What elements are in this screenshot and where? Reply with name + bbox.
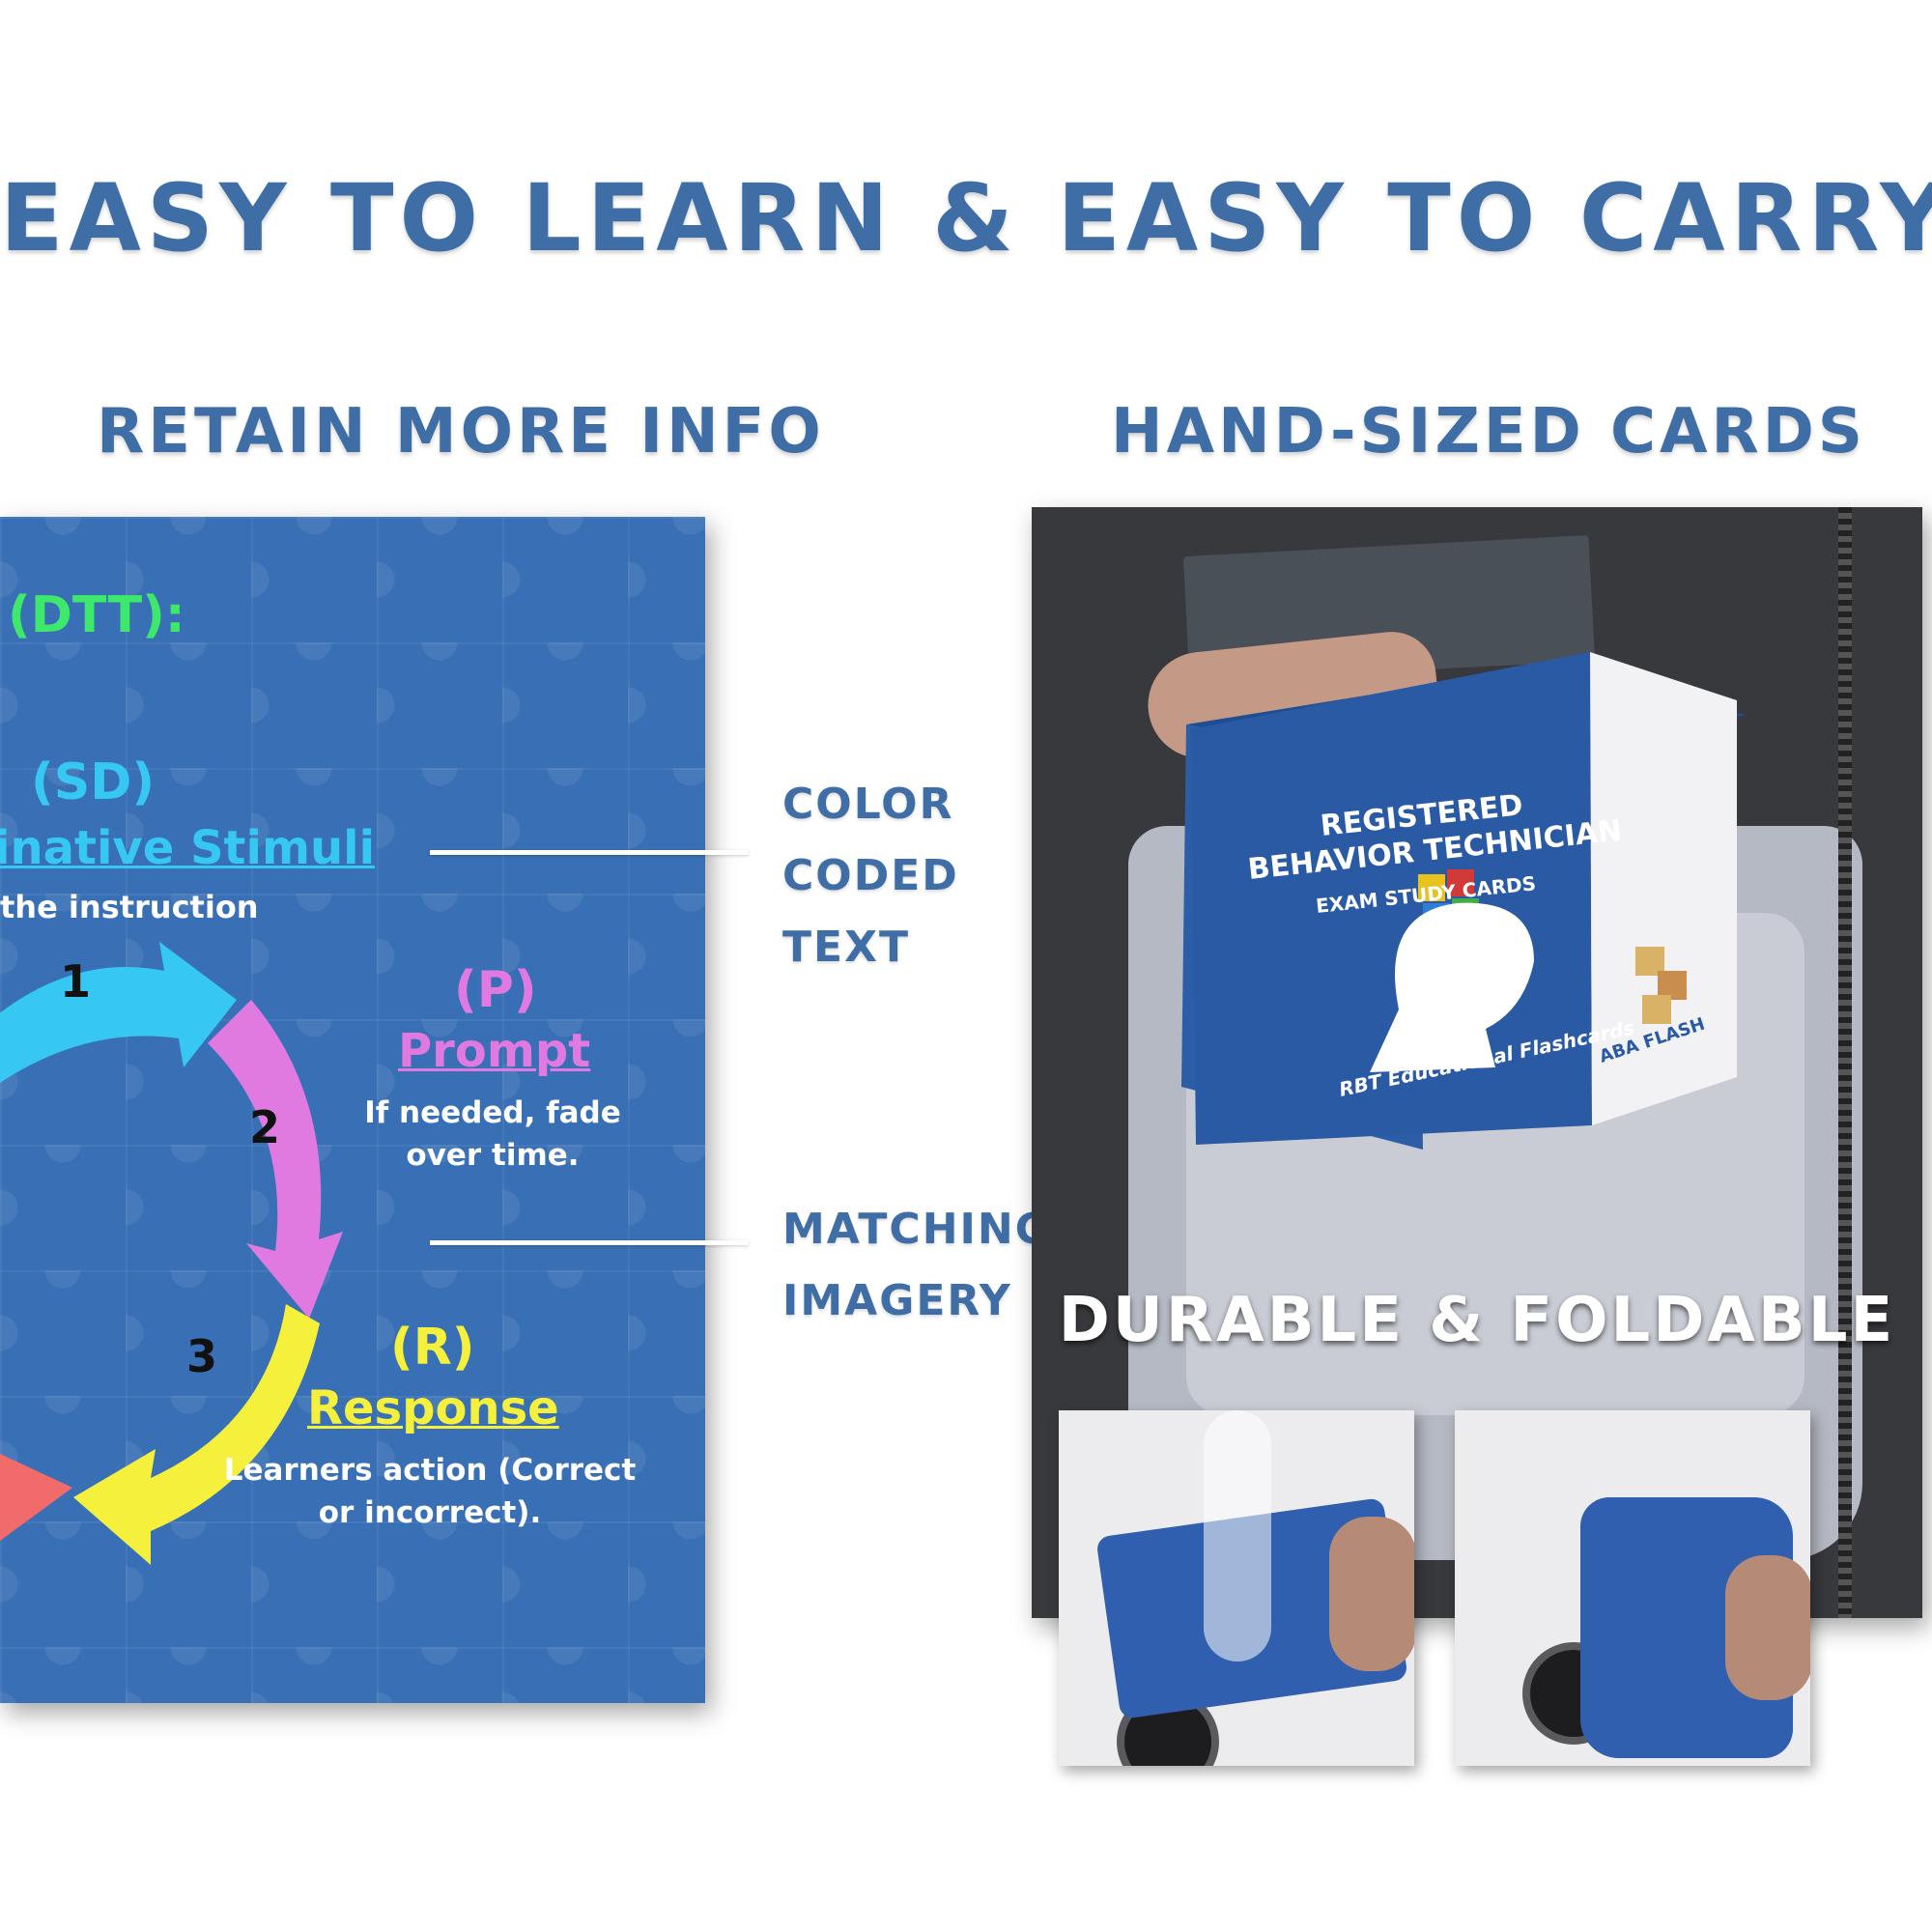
water-test-photo (1059, 1410, 1414, 1766)
abc-block-icon (1642, 995, 1671, 1024)
puzzle-piece-icon (1447, 869, 1474, 896)
cycle-arrow-prompt (208, 1000, 343, 1319)
callout-matching-imagery: MATCHING IMAGERY (782, 1194, 1052, 1337)
child-silhouette-icon (1370, 902, 1534, 1072)
sd-description: the instruction (0, 889, 259, 925)
puzzle-piece-icon (1418, 874, 1445, 901)
arrow-number-3: 3 (186, 1330, 217, 1382)
sd-abbreviation: (SD) (31, 753, 156, 811)
cycle-arrow-consequence (0, 1454, 72, 1541)
response-abbreviation: (R) (390, 1319, 475, 1377)
dtt-label: (DTT): (8, 586, 185, 644)
arrow-number-1: 1 (60, 955, 91, 1008)
cycle-arrow-sd (0, 942, 237, 1084)
water-stream (1204, 1410, 1271, 1662)
main-title: EASY TO LEARN & EASY TO CARRY (0, 164, 1932, 272)
dtt-card-image: 1 2 3 (DTT): (SD) inative Stimuli the in… (0, 517, 705, 1703)
arrow-number-2: 2 (249, 1101, 280, 1153)
connector-line-matching-imagery (430, 1240, 749, 1245)
hand-fingers (1725, 1555, 1810, 1700)
left-section-heading: RETAIN MORE INFO (97, 396, 825, 468)
sd-title: inative Stimuli (0, 821, 376, 875)
callout-color-coded-text: COLOR CODED TEXT (782, 769, 959, 983)
response-description: Learners action (Correct or incorrect). (223, 1453, 637, 1530)
prompt-abbreviation: (P) (454, 961, 537, 1019)
callout-line: COLOR (782, 780, 954, 829)
durable-foldable-caption: DURABLE & FOLDABLE (1058, 1285, 1896, 1356)
dtt-cycle-diagram: 1 2 3 (0, 942, 343, 1565)
fold-test-photo (1455, 1410, 1810, 1766)
cycle-arrow-response (73, 1304, 320, 1565)
right-section-heading: HAND-SIZED CARDS (1111, 396, 1866, 468)
backpack-zipper (1838, 507, 1852, 1618)
flashcard-box: REGISTERED BEHAVIOR TECHNICIAN EXAM STUD… (1181, 652, 1747, 1150)
callout-line: CODED (782, 851, 959, 900)
prompt-title: Prompt (398, 1024, 591, 1078)
response-title: Response (307, 1381, 559, 1435)
callout-line: IMAGERY (782, 1276, 1012, 1325)
backpack-photo: REGISTERED BEHAVIOR TECHNICIAN EXAM STUD… (1032, 507, 1922, 1618)
callout-line: MATCHING (782, 1205, 1052, 1254)
hand-fingers (1329, 1517, 1414, 1671)
connector-line-color-coded (430, 850, 749, 855)
prompt-description: If needed, fade over time. (364, 1095, 621, 1173)
callout-line: TEXT (782, 923, 911, 972)
